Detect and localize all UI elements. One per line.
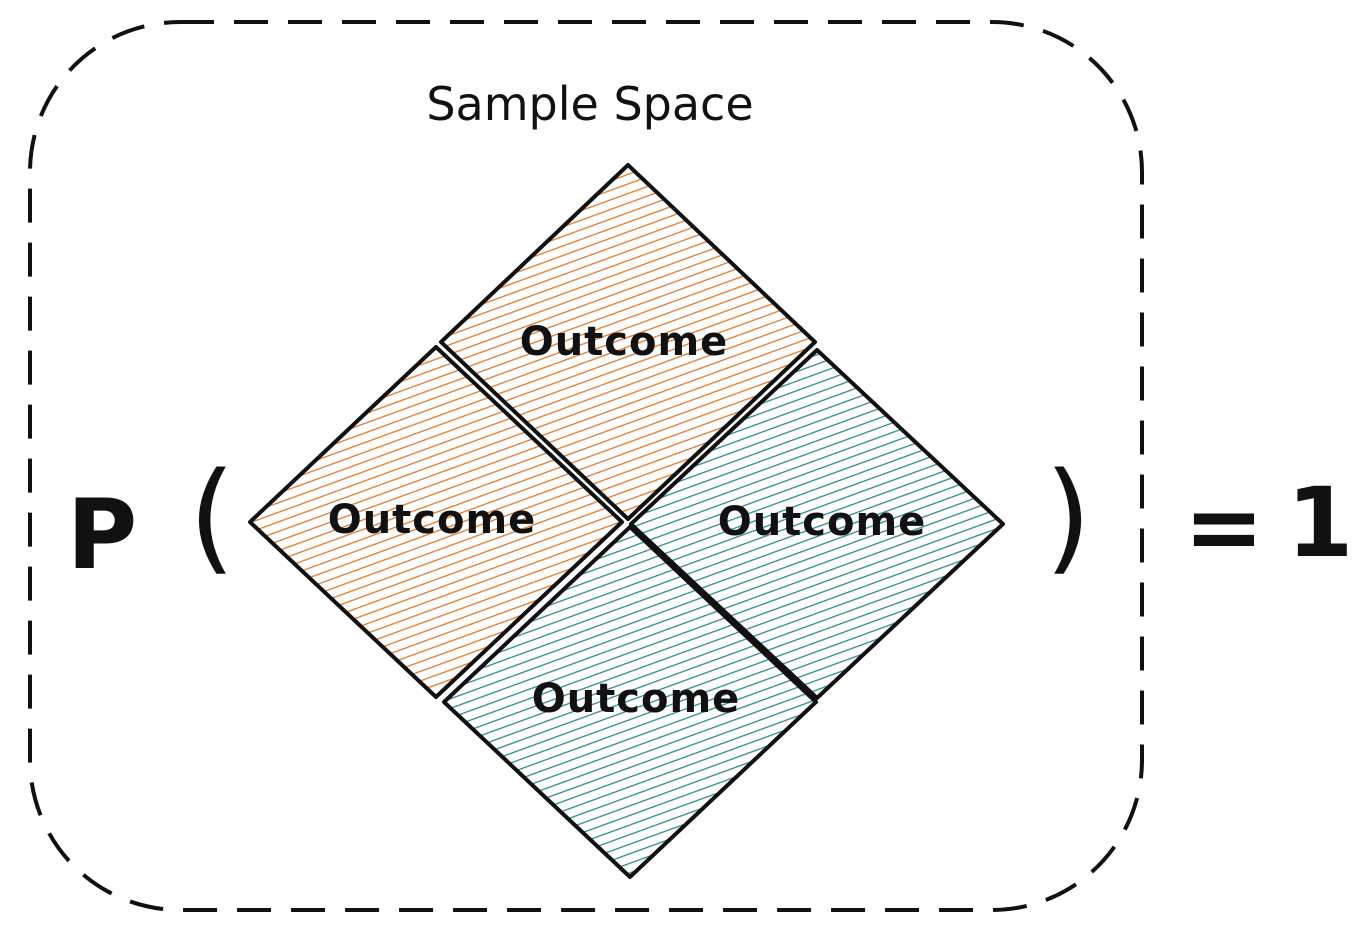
equals-sign: = <box>1184 471 1264 583</box>
outcome-label-left: Outcome <box>328 497 537 543</box>
outcome-region-bottom: Outcome <box>442 525 818 879</box>
outcome-region-right: Outcome <box>629 348 1005 700</box>
result-value: 1 <box>1287 467 1354 579</box>
sample-space-title: Sample Space <box>426 77 753 131</box>
outcome-label-right: Outcome <box>718 499 927 545</box>
probability-symbol: P <box>67 479 137 591</box>
outcome-label-top: Outcome <box>520 319 729 365</box>
open-paren: ( <box>189 448 236 587</box>
outcome-region-top: Outcome <box>439 163 817 521</box>
close-paren: ) <box>1045 448 1092 587</box>
outcome-region-left: Outcome <box>248 345 624 699</box>
sample-space-boundary <box>28 20 1144 912</box>
outcome-label-bottom: Outcome <box>532 676 741 722</box>
